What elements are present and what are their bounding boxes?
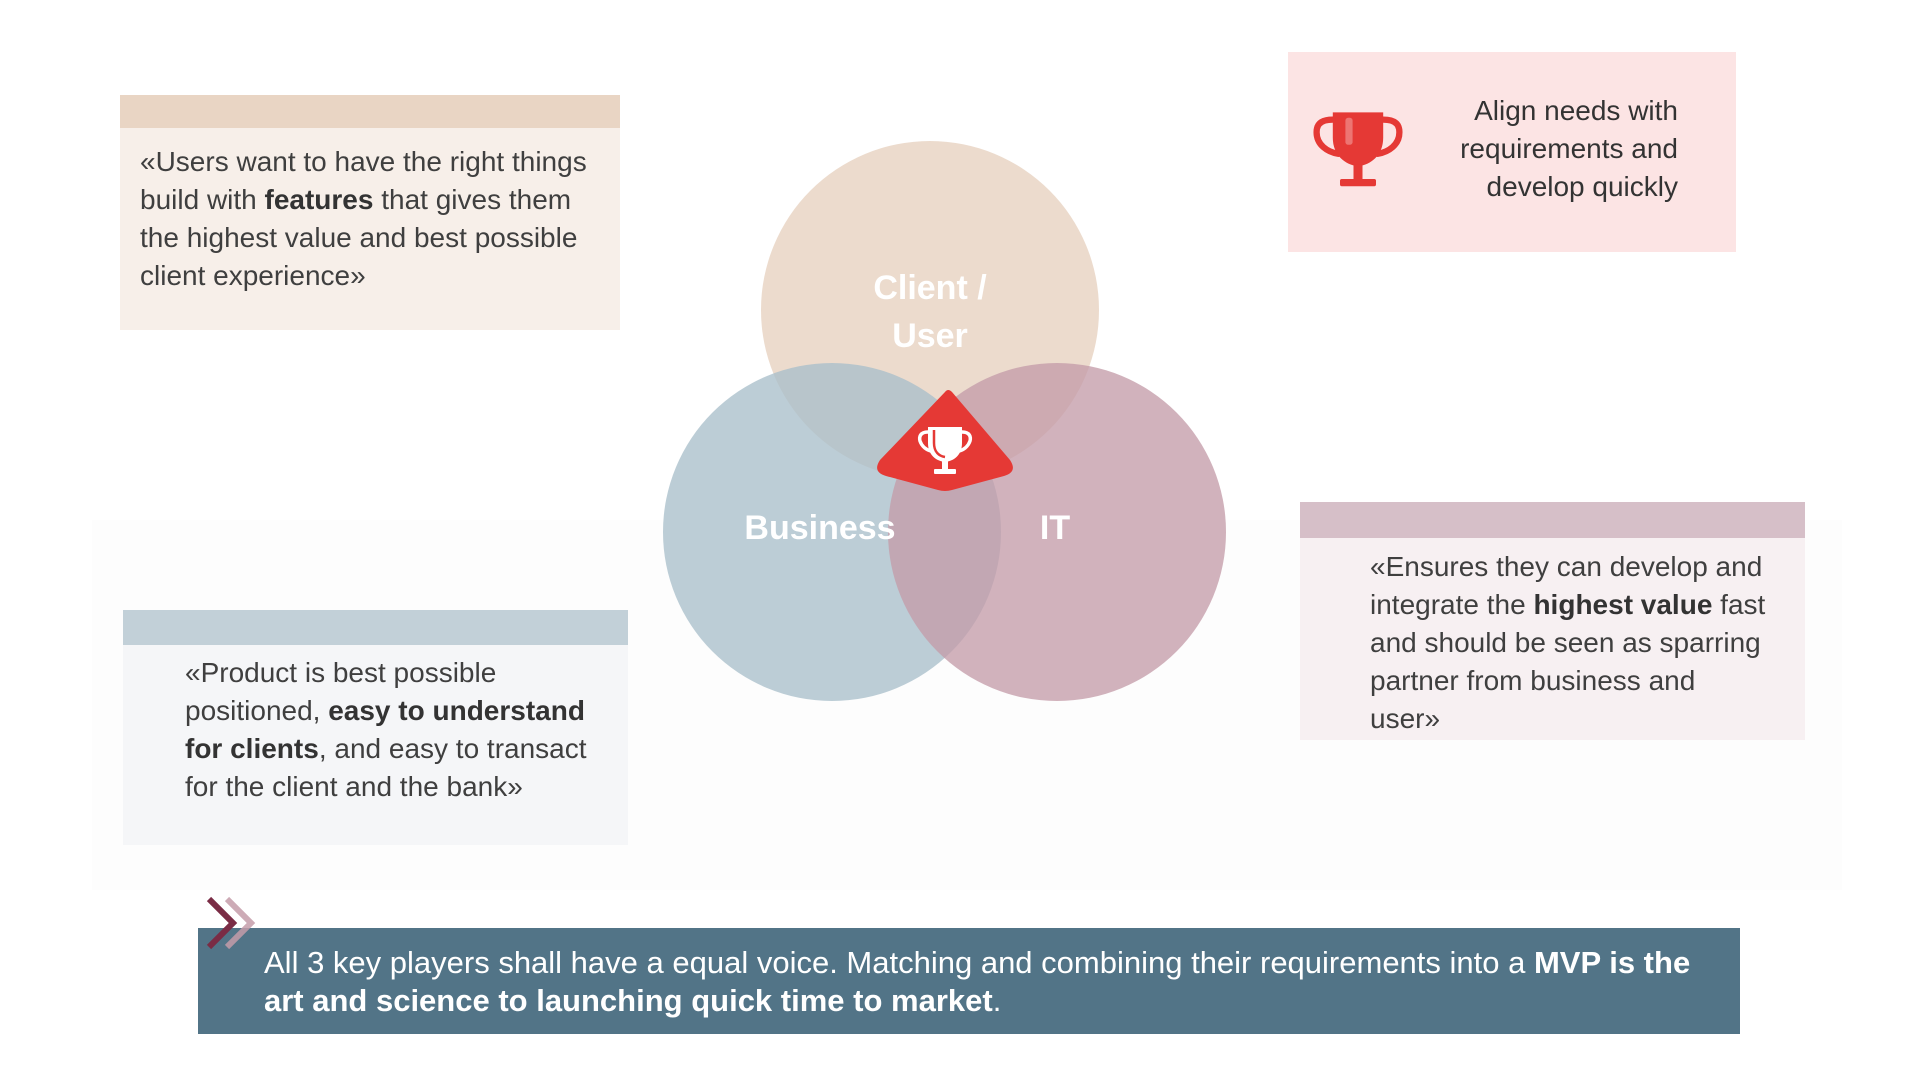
goal-box: Align needs with requirements and develo…	[1288, 52, 1736, 252]
quote-business-text: «Product is best possible positioned, ea…	[185, 657, 587, 802]
card-header-band	[1300, 502, 1805, 538]
venn-label-it: IT	[1039, 509, 1071, 547]
card-body	[1300, 538, 1805, 740]
banner-text: All 3 key players shall have a equal voi…	[264, 945, 1691, 1018]
venn-diagram: Client / User Business IT	[600, 120, 1300, 720]
trophy-icon	[1313, 112, 1403, 187]
quote-client-text: «Users want to have the right things bui…	[140, 146, 587, 291]
quote-card-it: «Ensures they can develop and integrate …	[1300, 502, 1805, 740]
card-body	[120, 128, 620, 330]
summary-banner: All 3 key players shall have a equal voi…	[198, 928, 1740, 1034]
venn-svg	[663, 141, 1226, 701]
quote-card-client: «Users want to have the right things bui…	[120, 95, 620, 330]
quote-client-emphasis: features	[264, 184, 374, 215]
quote-business-emphasis: easy to understand for clients	[185, 695, 585, 764]
quote-it-text: «Ensures they can develop and integrate …	[1370, 551, 1766, 734]
goal-text: Align needs with requirements and develo…	[1460, 95, 1678, 202]
card-header-band	[120, 95, 620, 128]
double-chevron-icon	[206, 896, 256, 950]
venn-label-client-user: Client / User	[873, 269, 987, 355]
card-header-band	[123, 610, 628, 645]
quote-card-business: «Product is best possible positioned, ea…	[123, 610, 628, 845]
card-body	[123, 645, 628, 845]
banner-emphasis: MVP is the art and science to launching …	[264, 945, 1691, 1018]
venn-label-business: Business	[744, 509, 896, 547]
quote-it-emphasis: highest value	[1533, 589, 1713, 620]
center-trophy-icon	[917, 427, 973, 474]
